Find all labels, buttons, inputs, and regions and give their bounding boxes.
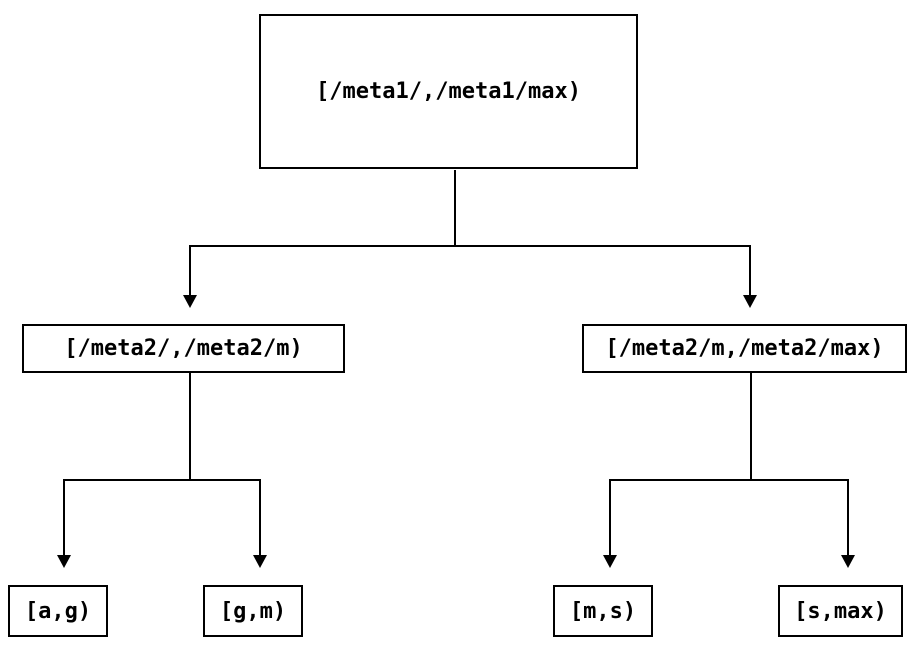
- node-meta2-left: [/meta2/,/meta2/m): [22, 324, 345, 373]
- edge-meta2-right-left-drop: [609, 479, 611, 557]
- leaf-node-ms-label: [m,s): [569, 598, 637, 624]
- edge-meta2-left-right-drop: [259, 479, 261, 557]
- edge-meta2-right-stem: [750, 373, 752, 481]
- arrow-down-icon: [603, 555, 617, 568]
- arrow-down-icon: [57, 555, 71, 568]
- arrow-down-icon: [841, 555, 855, 568]
- leaf-node-ag: [a,g): [8, 585, 108, 637]
- arrow-down-icon: [183, 295, 197, 308]
- leaf-node-ag-label: [a,g): [24, 598, 92, 624]
- edge-meta2-left-left-drop: [63, 479, 65, 557]
- leaf-node-gm-label: [g,m): [219, 598, 287, 624]
- node-meta2-right: [/meta2/m,/meta2/max): [582, 324, 907, 373]
- edge-meta2-left-crossbar: [63, 479, 261, 481]
- edge-root-crossbar: [189, 245, 751, 247]
- root-node: [/meta1/,/meta1/max): [259, 14, 638, 169]
- edge-meta2-left-stem: [189, 373, 191, 481]
- leaf-node-ms: [m,s): [553, 585, 653, 637]
- node-meta2-right-label: [/meta2/m,/meta2/max): [605, 336, 884, 361]
- arrow-down-icon: [253, 555, 267, 568]
- edge-root-right-drop: [749, 245, 751, 296]
- edge-root-left-drop: [189, 245, 191, 296]
- root-node-label: [/meta1/,/meta1/max): [316, 79, 581, 104]
- edge-root-stem: [454, 170, 456, 246]
- leaf-node-smax: [s,max): [778, 585, 903, 637]
- leaf-node-smax-label: [s,max): [794, 598, 887, 624]
- edge-meta2-right-right-drop: [847, 479, 849, 557]
- arrow-down-icon: [743, 295, 757, 308]
- edge-meta2-right-crossbar: [609, 479, 849, 481]
- node-meta2-left-label: [/meta2/,/meta2/m): [64, 336, 303, 361]
- leaf-node-gm: [g,m): [203, 585, 303, 637]
